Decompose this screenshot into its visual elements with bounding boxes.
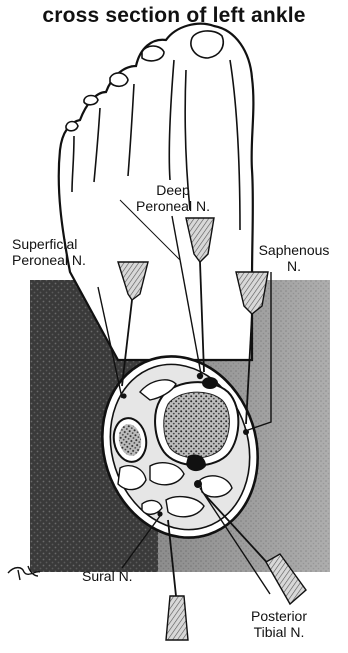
label-deep-peroneal: Deep Peroneal N. bbox=[118, 182, 228, 214]
label-superficial-peroneal-line2: Peroneal N. bbox=[12, 252, 86, 268]
label-saphenous: Saphenous N. bbox=[244, 242, 344, 274]
label-deep-peroneal-line2: Peroneal N. bbox=[118, 198, 228, 214]
anterior-tibial-artery bbox=[202, 377, 218, 389]
label-sural: Sural N. bbox=[82, 568, 133, 584]
label-posterior-tibial-line1: Posterior bbox=[224, 608, 334, 624]
label-superficial-peroneal: Superficial Peroneal N. bbox=[12, 236, 86, 268]
label-deep-peroneal-line1: Deep bbox=[118, 182, 228, 198]
label-saphenous-line2: N. bbox=[244, 258, 344, 274]
label-posterior-tibial: Posterior Tibial N. bbox=[224, 608, 334, 640]
label-posterior-tibial-line2: Tibial N. bbox=[224, 624, 334, 640]
label-saphenous-line1: Saphenous bbox=[244, 242, 344, 258]
label-superficial-peroneal-line1: Superficial bbox=[12, 236, 86, 252]
